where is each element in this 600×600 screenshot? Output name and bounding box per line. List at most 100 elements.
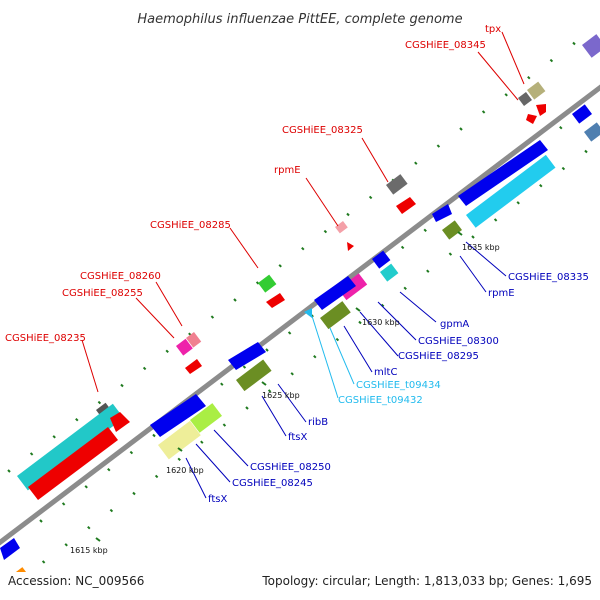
tick-label-1635: 1635 kbp: [462, 243, 500, 252]
tick-dot: [559, 125, 563, 130]
gene-label-cgshiee-08325[interactable]: CGSHiEE_08325: [282, 125, 363, 136]
gene-arrow[interactable]: [266, 293, 285, 308]
gene-arrow[interactable]: [28, 427, 118, 500]
tick-dot: [120, 383, 124, 388]
tick-label-1625: 1625 kbp: [262, 391, 300, 400]
gene-block[interactable]: [372, 250, 391, 269]
tick-dot: [400, 245, 405, 250]
gene-label-cgshiee-t09432[interactable]: CGSHiEE_t09432: [338, 395, 423, 406]
tick-dot: [165, 349, 169, 354]
tick-dot: [549, 58, 554, 63]
tick-dot: [368, 195, 373, 200]
gene-label-ftsx[interactable]: ftsX: [288, 432, 307, 443]
gene-label-ribb[interactable]: ribB: [308, 417, 328, 428]
topology-summary: Topology: circular; Length: 1,813,033 bp…: [261, 574, 592, 588]
tick-dot: [39, 519, 43, 523]
gene-block[interactable]: [236, 359, 272, 392]
kbp-tick-labels: 1615 kbp 1620 kbp 1625 kbp 1630 kbp 1635…: [70, 231, 500, 555]
gene-block[interactable]: [158, 420, 201, 460]
gene-label-cgshiee-08285[interactable]: CGSHiEE_08285: [150, 220, 231, 231]
gene-arrow[interactable]: [396, 197, 416, 214]
tick-dot: [423, 228, 427, 233]
gene-label-cgshiee-08235[interactable]: CGSHiEE_08235: [5, 333, 86, 344]
tick-dot: [233, 298, 237, 302]
tick-dot: [471, 235, 475, 239]
gene-arrow[interactable]: [150, 394, 206, 437]
gene-label-cgshiee-08245[interactable]: CGSHiEE_08245: [232, 478, 313, 489]
gene-label-gpma[interactable]: gpmA: [440, 319, 469, 330]
gene-block[interactable]: [386, 174, 408, 195]
label-leader-lines: [81, 31, 525, 499]
tick-dot: [323, 229, 328, 234]
gene-block[interactable]: [16, 403, 124, 491]
tick-dot: [414, 161, 418, 165]
gene-arrow[interactable]: [185, 359, 202, 374]
tick-dot: [346, 212, 350, 217]
gene-block[interactable]: [465, 154, 556, 228]
gene-label-cgshiee-08295[interactable]: CGSHiEE_08295: [398, 351, 479, 362]
tick-label-1620: 1620 kbp: [166, 466, 204, 475]
gene-block[interactable]: [189, 403, 222, 433]
tick-dot: [84, 485, 88, 489]
gene-label-cgshiee-08335[interactable]: CGSHiEE_08335: [508, 272, 589, 283]
gene-block[interactable]: [518, 91, 533, 106]
gene-label-ftsx-lower[interactable]: ftsX: [208, 494, 227, 505]
tick-dot: [278, 264, 282, 268]
tick-dot: [267, 389, 272, 393]
gene-arrow[interactable]: [432, 204, 452, 222]
gene-arrow[interactable]: [314, 276, 356, 310]
gene-label-rpme-reverse[interactable]: rpmE: [488, 288, 515, 299]
reverse-gene-labels: CGSHiEE_08335 rpmE gpmA CGSHiEE_08300 CG…: [208, 272, 589, 505]
tick-dot: [75, 417, 79, 422]
tick-dot: [313, 354, 317, 359]
gene-label-cgshiee-08300[interactable]: CGSHiEE_08300: [418, 336, 499, 347]
gene-block[interactable]: [175, 338, 193, 356]
accession-text: Accession: NC_009566: [8, 574, 144, 588]
gene-arrow[interactable]: [347, 242, 354, 251]
gene-label-cgshiee-08345[interactable]: CGSHiEE_08345: [405, 40, 486, 51]
tick-dot: [129, 450, 134, 455]
tick-dot: [539, 183, 543, 188]
tick-marks: [7, 41, 588, 564]
tick-dot: [527, 75, 531, 80]
tick-dot: [584, 149, 588, 154]
tick-dot: [403, 286, 407, 291]
gene-block[interactable]: [320, 301, 351, 330]
gene-label-cgshiee-08250[interactable]: CGSHiEE_08250: [250, 462, 331, 473]
gene-arrow[interactable]: [0, 538, 20, 560]
gene-block[interactable]: [584, 122, 600, 142]
gene-label-tpx[interactable]: tpx: [485, 24, 501, 35]
tick-dot: [109, 508, 114, 513]
gene-block[interactable]: [185, 331, 202, 348]
gene-label-cgshiee-08255[interactable]: CGSHiEE_08255: [62, 288, 143, 299]
tick-dot: [41, 560, 46, 564]
gene-block[interactable]: [527, 81, 546, 100]
tick-dot: [459, 127, 463, 131]
gene-label-rpme[interactable]: rpmE: [274, 165, 301, 176]
gene-label-mltc[interactable]: mltC: [374, 367, 397, 378]
gene-arrow[interactable]: [526, 114, 537, 124]
tick-dot: [448, 252, 453, 256]
gene-block[interactable]: [258, 274, 277, 293]
gene-block[interactable]: [582, 34, 600, 58]
gene-block[interactable]: [442, 220, 462, 240]
gene-label-cgshiee-08260[interactable]: CGSHiEE_08260: [80, 271, 161, 282]
forward-strand-features: [8, 34, 600, 590]
gene-block[interactable]: [334, 220, 348, 234]
gene-arrow[interactable]: [110, 412, 130, 432]
gene-block[interactable]: [380, 263, 399, 282]
tick-dot: [29, 452, 34, 456]
tick-dot: [220, 382, 224, 386]
gene-arrow[interactable]: [536, 104, 546, 116]
tick-label-1615: 1615 kbp: [70, 546, 108, 555]
tick-dot: [142, 366, 147, 371]
gene-label-cgshiee-t09434[interactable]: CGSHiEE_t09434: [356, 380, 441, 391]
tick-dot: [572, 41, 576, 46]
tick-dot: [64, 543, 68, 547]
gene-block[interactable]: [572, 104, 592, 124]
gene-arrow[interactable]: [304, 308, 312, 318]
gene-arrow[interactable]: [228, 342, 266, 370]
tick-dot: [7, 469, 11, 473]
gene-arrow[interactable]: [458, 140, 548, 206]
